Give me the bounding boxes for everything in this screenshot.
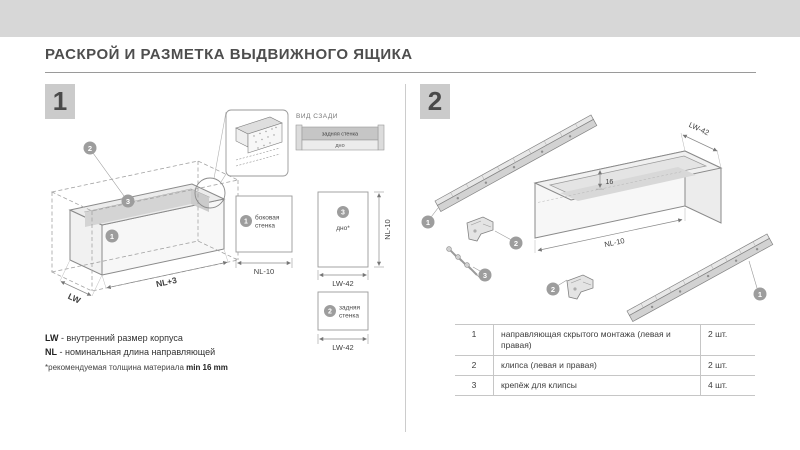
- panel-side-dim: NL-10: [254, 267, 274, 276]
- panel-side-label2: стенка: [255, 223, 275, 230]
- part-name: клипса (левая и правая): [493, 356, 701, 376]
- drawer-box-assembly: [533, 150, 723, 239]
- title-divider: [45, 72, 756, 73]
- legend-text-lw: - внутренний размер корпуса: [58, 333, 183, 343]
- detail-dots-texture: [253, 126, 277, 149]
- panel-back-marker: 2: [328, 309, 332, 316]
- corner-detail-box: [225, 109, 289, 177]
- panel-bottom: 3 дно* NL-10 LW-42: [317, 191, 392, 288]
- detail-zoom-circle: [194, 177, 226, 209]
- dim-16: [596, 170, 604, 190]
- panel-bottom-dim-h: LW-42: [332, 279, 353, 288]
- table-row: 3 крепёж для клипсы 4 шт.: [455, 376, 755, 397]
- section-1-badge: 1: [45, 84, 75, 119]
- panel-bottom-dim-v: NL-10: [383, 219, 392, 239]
- part-qty: 4 шт.: [708, 380, 728, 391]
- marker-1: 1: [110, 232, 114, 241]
- iso-dimensions: [59, 248, 229, 297]
- rear-view-title: ВИД СЗАДИ: [296, 113, 338, 120]
- dim-nl10-label: NL-10: [604, 236, 626, 249]
- marker-screws: 3: [483, 271, 487, 280]
- dim-lw42: [680, 132, 722, 169]
- part-name: крепёж для клипсы: [493, 376, 701, 396]
- legend-note: *рекомендуемая толщина материала min 16 …: [45, 362, 228, 374]
- assembly-exploded-drawing: 1 2 3: [421, 114, 774, 322]
- panel-side-wall: 1 боковая стенка NL-10: [235, 195, 293, 276]
- section-2-badge: 2: [420, 84, 450, 119]
- page-title: РАСКРОЙ И РАЗМЕТКА ВЫДВИЖНОГО ЯЩИКА: [45, 46, 413, 63]
- screws: [446, 246, 480, 278]
- clip-left: [466, 216, 494, 242]
- dim-16-label: 16: [606, 179, 614, 186]
- legend-term-nl: NL: [45, 346, 57, 357]
- panel-back-label: задняя: [339, 305, 360, 312]
- cutting-layout-drawing: LW NL+3 2 3 1: [50, 109, 392, 352]
- panel-side-marker: 1: [244, 219, 248, 226]
- rear-view: ВИД СЗАДИ задняя стенка дно: [295, 113, 385, 151]
- dim-nl3-label: NL+3: [155, 275, 178, 289]
- dim-nl10: [534, 208, 686, 253]
- part-qty: 2 шт.: [708, 360, 728, 371]
- legend-note-text: *рекомендуемая толщина материала: [45, 362, 187, 372]
- table-row: 2 клипса (левая и правая) 2 шт.: [455, 356, 755, 377]
- panel-bottom-label: дно*: [336, 225, 350, 232]
- marker-2: 2: [88, 144, 92, 153]
- panel-bottom-marker: 3: [341, 210, 345, 217]
- dim-lw-label: LW: [66, 291, 83, 306]
- rear-view-back-wall-label: задняя стенка: [322, 132, 359, 138]
- legend-note-bold: min 16 mm: [186, 362, 228, 372]
- panel-back-wall: 2 задняя стенка LW-42: [317, 291, 369, 352]
- marker-rail-right: 1: [758, 290, 762, 299]
- table-row: 1 направляющая скрытого монтажа (левая и…: [455, 325, 755, 357]
- marker-clip-right: 2: [551, 285, 555, 294]
- marker-3: 3: [126, 197, 130, 206]
- part-name: направляющая скрытого монтажа (левая и п…: [493, 325, 701, 356]
- legend: LW - внутренний размер корпуса NL - номи…: [45, 332, 228, 374]
- parts-table: 1 направляющая скрытого монтажа (левая и…: [455, 324, 755, 397]
- drawer-box-isometric: [68, 183, 226, 276]
- part-qty: 2 шт.: [708, 329, 728, 339]
- rear-view-bottom-label: дно: [335, 143, 344, 149]
- legend-term-lw: LW: [45, 333, 59, 343]
- part-number: 1: [471, 329, 477, 339]
- panel-side-label: боковая: [255, 214, 280, 222]
- marker-rail-left: 1: [426, 218, 430, 227]
- part-number: 3: [471, 380, 477, 391]
- panel-back-dim: LW-42: [332, 343, 353, 352]
- panel-back-label2: стенка: [339, 313, 359, 320]
- legend-line-nl: NL - номинальная длина направляющей: [45, 346, 228, 360]
- section-divider: [405, 84, 406, 432]
- legend-line-lw: LW - внутренний размер корпуса: [45, 332, 228, 346]
- legend-text-nl: - номинальная длина направляющей: [57, 346, 216, 357]
- marker-clip-left: 2: [514, 239, 518, 248]
- iso-part-markers: 2 3 1: [83, 141, 135, 243]
- clip-right: [566, 274, 594, 300]
- dim-lw42-label: LW-42: [687, 120, 710, 137]
- slide-rail-left: 1: [421, 114, 598, 229]
- top-gray-bar: [0, 0, 800, 37]
- slide-rail-right: 1: [626, 233, 774, 322]
- part-number: 2: [471, 360, 477, 371]
